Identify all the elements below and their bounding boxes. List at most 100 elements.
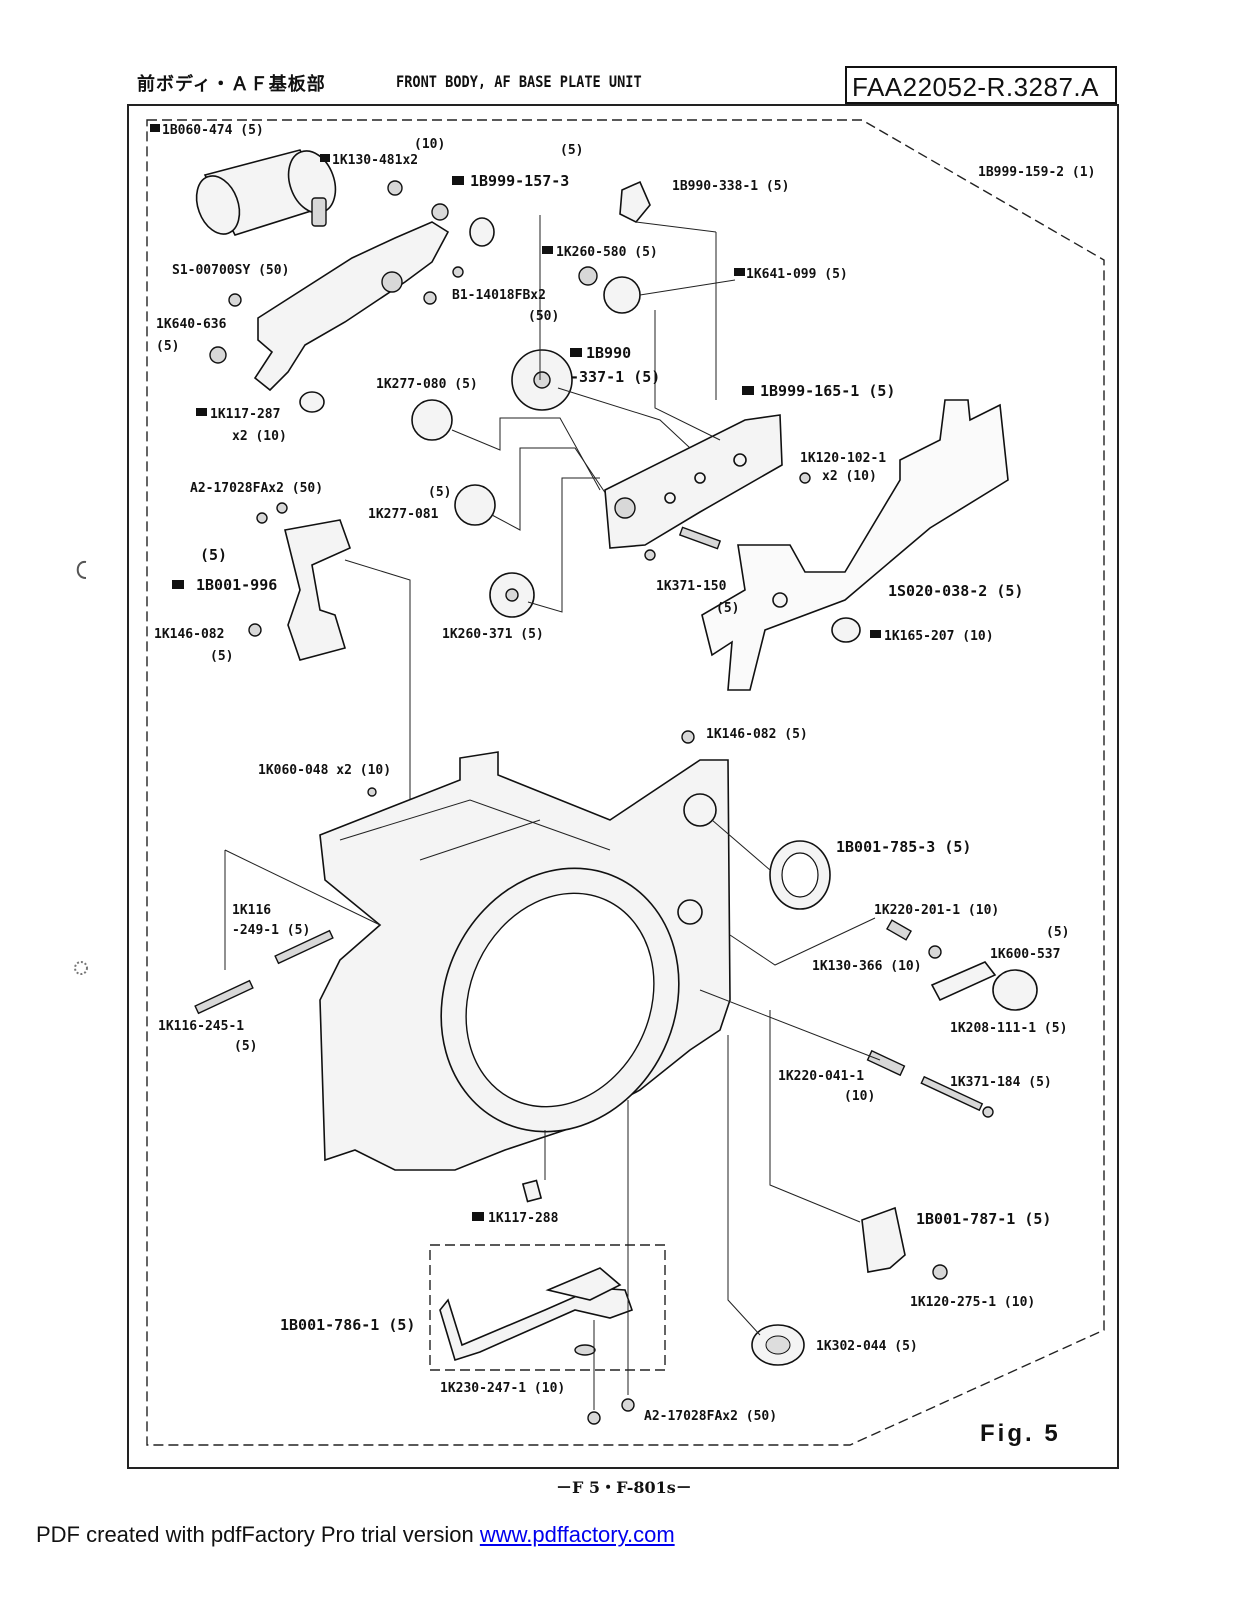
lever-plate: [930, 961, 997, 1002]
screw-head: [431, 203, 449, 221]
label-249-1: -249-1 (5): [232, 923, 310, 938]
screw-5: [799, 472, 811, 484]
label-1K371-184: 1K371-184 (5): [950, 1075, 1052, 1090]
label-1B999-165-1: 1B999-165-1 (5): [760, 382, 895, 400]
motor-part: [195, 149, 337, 236]
gear-small-2: [603, 276, 641, 314]
small-plate: [521, 1179, 543, 1203]
lever-786: [439, 1287, 634, 1362]
label-1K302-044: 1K302-044 (5): [816, 1339, 918, 1354]
label-1K120-102-1-qty: x2 (10): [822, 469, 877, 484]
service-icon: [150, 124, 881, 1221]
label-1K116: 1K116: [232, 903, 271, 918]
label-1K600-537-qty: (5): [1046, 925, 1069, 940]
screw: [209, 346, 227, 364]
bracket-787: [861, 1206, 906, 1273]
af-base-plate: [604, 414, 783, 549]
roller-2: [299, 391, 325, 413]
label-1K277-081-qty: (5): [428, 485, 451, 500]
label-1K260-580: 1K260-580 (5): [556, 245, 658, 260]
pin-1: [274, 929, 334, 965]
label-1K130-481: 1K130-481x2: [332, 153, 418, 168]
label-1B060-474: 1B060-474 (5): [162, 123, 264, 138]
knob: [992, 969, 1038, 1011]
footer-link[interactable]: www.pdffactory.com: [479, 1522, 675, 1547]
label-qty-10: (10): [414, 137, 445, 152]
label-1K277-081: 1K277-081: [368, 507, 439, 522]
screw-3: [452, 266, 464, 278]
label-1K371-150-qty: (5): [716, 601, 739, 616]
label-1K640-636-qty: (5): [156, 339, 179, 354]
label-1B999-157-3: 1B999-157-3: [470, 172, 569, 190]
label-1K117-287: 1K117-287: [210, 407, 280, 422]
title-japanese: 前ボディ・ＡＦ基板部: [137, 74, 326, 95]
motor-bracket-plate: [253, 221, 450, 392]
label-1K600-537: 1K600-537: [990, 947, 1060, 962]
label-1K230-247-1: 1K230-247-1 (10): [440, 1381, 565, 1396]
label-337-1: -337-1 (5): [570, 368, 660, 386]
label-1K117-288: 1K117-288: [488, 1211, 559, 1226]
spring-2: [866, 1049, 906, 1077]
pdf-footer: PDF created with pdfFactory Pro trial ve…: [36, 1522, 675, 1548]
binder-hole-mark-2: [74, 961, 88, 975]
washer: [228, 293, 242, 307]
label-1K146-082-left-qty: (5): [210, 649, 233, 664]
eyepiece-ring: [769, 840, 831, 910]
label-qty-50: (50): [528, 309, 559, 324]
label-S1-00700SY: S1-00700SY (50): [172, 263, 289, 278]
label-1K060-048: 1K060-048 x2 (10): [258, 763, 391, 778]
label-1B999-159-2: 1B999-159-2 (1): [978, 165, 1095, 180]
gear-small: [381, 271, 403, 293]
label-1K165-207: 1K165-207 (10): [884, 629, 994, 644]
figure-label: Fig. 5: [980, 1420, 1061, 1447]
label-1K120-275-1: 1K120-275-1 (10): [910, 1295, 1035, 1310]
gear-medium: [411, 399, 453, 441]
switch-part: [619, 180, 651, 224]
mirror-box-frame: [319, 730, 731, 1171]
label-1B990-338-1: 1B990-338-1 (5): [672, 179, 789, 194]
page-number: －F 5・F-801s－: [556, 1478, 692, 1497]
diagram-frame: [127, 104, 1119, 1469]
unit-boundary-dashed: [146, 119, 1105, 1446]
label-1B990: 1B990: [586, 344, 631, 362]
label-1B001-996: 1B001-996: [196, 576, 277, 594]
roller: [469, 217, 495, 247]
binder-hole-mark: [76, 560, 87, 579]
label-1K116-245-1: 1K116-245-1: [158, 1019, 244, 1034]
document-code: FAA22052-R.3287.A: [852, 72, 1099, 102]
left-bracket: [284, 519, 352, 661]
label-1B001-996-qty: (5): [200, 546, 227, 564]
screw-4: [387, 180, 403, 196]
label-1K120-102-1: 1K120-102-1: [800, 451, 886, 466]
label-A2-17028FA-bottom: A2-17028FAx2 (50): [644, 1409, 777, 1424]
lock-button: [751, 1324, 805, 1366]
label-1B001-786-1: 1B001-786-1 (5): [280, 1316, 415, 1334]
label-1B001-787-1: 1B001-787-1 (5): [916, 1210, 1051, 1228]
shaft: [920, 1075, 984, 1112]
label-1S020-038-2: 1S020-038-2 (5): [888, 582, 1023, 600]
pin-2: [194, 979, 254, 1015]
label-1K146-082: 1K146-082 (5): [706, 727, 808, 742]
footer-text: PDF created with pdfFactory Pro trial ve…: [36, 1522, 474, 1547]
label-1K220-041-1-qty: (10): [844, 1089, 875, 1104]
label-1K146-082-left: 1K146-082: [154, 627, 224, 642]
label-1B001-785-3: 1B001-785-3 (5): [836, 838, 971, 856]
title-english: FRONT BODY, AF BASE PLATE UNIT: [396, 72, 642, 91]
gear-medium-2: [454, 484, 496, 526]
label-1K277-080: 1K277-080 (5): [376, 377, 478, 392]
shaft-pin: [678, 526, 722, 550]
label-1K130-366: 1K130-366 (10): [812, 959, 922, 974]
label-1K220-201-1: 1K220-201-1 (10): [874, 903, 999, 918]
gear-tiny: [578, 266, 598, 286]
washer-ring: [831, 617, 861, 643]
document-code-box: FAA22052-R.3287.A: [845, 66, 1117, 104]
label-1K208-111-1: 1K208-111-1 (5): [950, 1021, 1067, 1036]
label-1K220-041-1: 1K220-041-1: [778, 1069, 864, 1084]
label-1K117-287-qty: x2 (10): [232, 429, 287, 444]
label-A2-17028FA-top: A2-17028FAx2 (50): [190, 481, 323, 496]
label-1K641-099: 1K641-099 (5): [746, 267, 848, 282]
label-B1-14018FB: B1-14018FBx2: [452, 288, 546, 303]
label-1K116-245-1-qty: (5): [234, 1039, 257, 1054]
af-bracket: [701, 399, 1009, 691]
